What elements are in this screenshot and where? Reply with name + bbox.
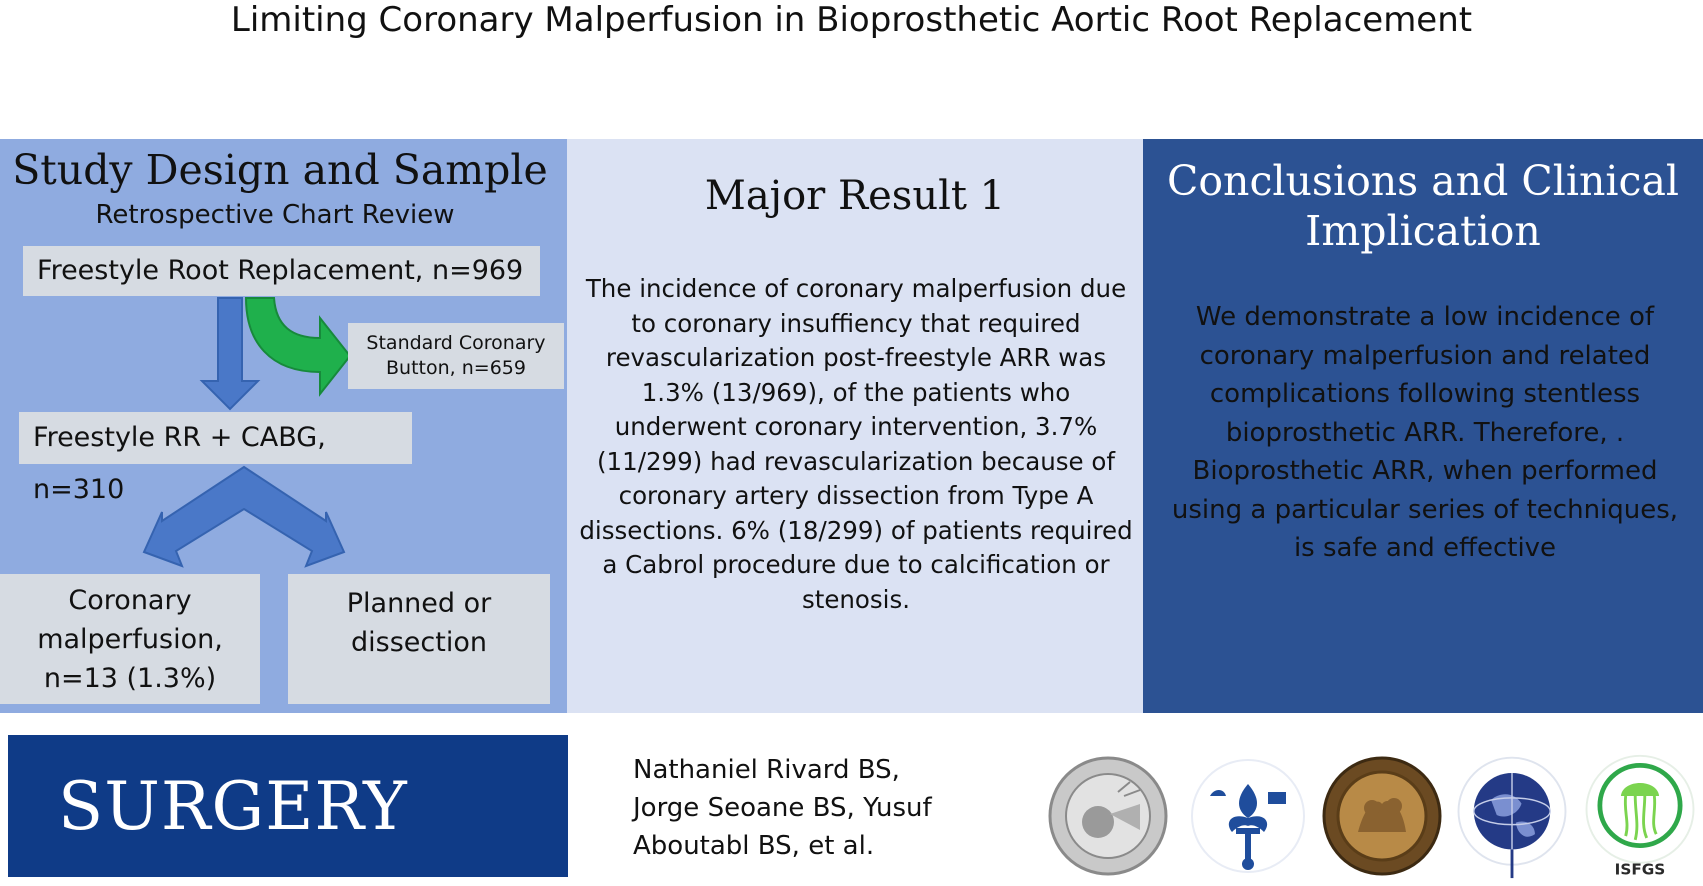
study-design-subheading: Retrospective Chart Review [95, 200, 455, 230]
major-result-heading: Major Result 1 [704, 173, 1006, 219]
isfgs-jellyfish-icon: ISFGS [1585, 754, 1695, 878]
major-result-body: The incidence of coronary malperfusion d… [579, 274, 1133, 614]
down-arrow-icon [199, 297, 261, 411]
society-university-surgeons-fleur-icon [1191, 759, 1305, 873]
planned-or-dissection-label: Planned or dissection [346, 588, 492, 658]
conclusions-heading: Conclusions and Clinical Implication [1166, 157, 1680, 255]
central-surgical-association-seal-icon [1322, 756, 1442, 876]
western-surgical-association-seal-icon [1048, 756, 1168, 876]
freestyle-root-replacement-box: Freestyle Root Replacement, n=969 [23, 246, 540, 296]
standard-coronary-button-box: Standard Coronary Button, n=659 [348, 323, 564, 389]
journal-banner: SURGERY [8, 735, 568, 877]
flowchart-arrows [142, 297, 352, 568]
split-arrow-icon [142, 465, 346, 568]
planned-or-dissection-box: Planned or dissection [288, 574, 550, 704]
page-title: Limiting Coronary Malperfusion in Biopro… [230, 0, 1473, 40]
study-design-heading: Study Design and Sample [12, 146, 548, 194]
freestyle-rr-cabg-box: Freestyle RR + CABG, n=310 [19, 412, 412, 505]
isfgs-logo-text: ISFGS [1615, 860, 1666, 878]
conclusions-panel [1143, 139, 1703, 713]
coronary-malperfusion-box: Coronary malperfusion, n=13 (1.3%) [0, 574, 260, 704]
major-result-panel [567, 139, 1143, 713]
journal-name: SURGERY [58, 767, 408, 845]
authors: Nathaniel Rivard BS, Jorge Seoane BS, Yu… [633, 755, 932, 861]
standard-coronary-button-label: Standard Coronary Button, n=659 [366, 332, 546, 379]
conclusions-body: We demonstrate a low incidence of corona… [1171, 302, 1679, 563]
coronary-malperfusion-label: Coronary malperfusion, n=13 (1.3%) [37, 584, 223, 694]
curved-green-arrow-icon [244, 297, 352, 397]
endocrine-surgeons-globe-icon [1457, 756, 1567, 879]
